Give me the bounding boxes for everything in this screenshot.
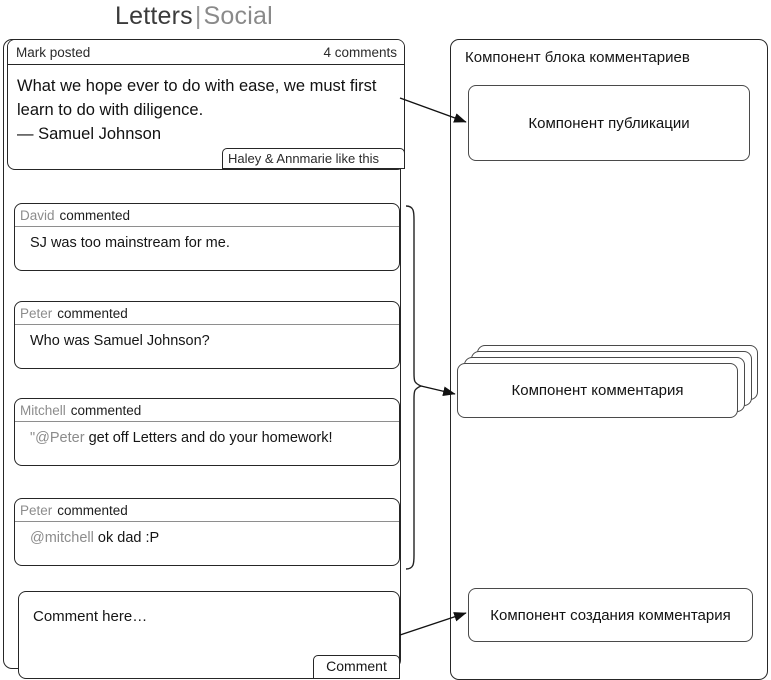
- comment-compose-input[interactable]: Comment here…: [33, 608, 148, 625]
- comment-group-brace: [405, 205, 423, 570]
- comment-card-header: Peter commented: [15, 499, 399, 522]
- comment-card-header: Mitchell commented: [15, 399, 399, 422]
- comment-card-header: Peter commented: [15, 302, 399, 325]
- comment-text: ok dad :P: [97, 530, 160, 546]
- comment-text: get off Letters and do your homework!: [88, 430, 333, 446]
- comment-card-body: Who was Samuel Johnson?: [15, 325, 399, 368]
- page-title-separator: |: [194, 2, 202, 30]
- post-card: Mark posted 4 comments What we hope ever…: [7, 39, 405, 170]
- comment-action-label: commented: [70, 402, 142, 418]
- comment-card: David commented SJ was too mainstream fo…: [14, 203, 400, 271]
- comment-action-label: commented: [57, 502, 128, 518]
- page-title-secondary: Social: [203, 2, 273, 30]
- page-title: Letters|Social: [115, 1, 273, 31]
- post-comment-count[interactable]: 4 comments: [323, 44, 397, 60]
- comment-card: Mitchell commented "@Peter get off Lette…: [14, 398, 400, 466]
- comment-mention[interactable]: "@Peter: [30, 430, 89, 446]
- post-quote-text: What we hope ever to do with ease, we mu…: [17, 77, 377, 119]
- comment-author-name[interactable]: David: [20, 207, 55, 223]
- comment-action-label: commented: [59, 207, 131, 223]
- comment-card: Peter commented @mitchell ok dad :P: [14, 498, 400, 566]
- comment-action-label: commented: [57, 305, 128, 321]
- post-likes-badge[interactable]: Haley & Annmarie like this: [222, 148, 405, 169]
- comment-component-box: Компонент комментария: [457, 363, 738, 418]
- comment-card-body: @mitchell ok dad :P: [15, 522, 399, 565]
- post-card-body: What we hope ever to do with ease, we mu…: [8, 65, 404, 169]
- comment-card: Peter commented Who was Samuel Johnson?: [14, 301, 400, 369]
- page-title-primary: Letters: [115, 2, 193, 30]
- comment-card-body: SJ was too mainstream for me.: [15, 227, 399, 270]
- comment-mention[interactable]: @mitchell: [30, 530, 98, 546]
- comment-text: SJ was too mainstream for me.: [30, 235, 230, 251]
- post-card-header: Mark posted 4 comments: [8, 40, 404, 65]
- comment-submit-button[interactable]: Comment: [313, 655, 400, 679]
- create-comment-component-box: Компонент создания комментария: [468, 588, 753, 642]
- comment-text: Who was Samuel Johnson?: [30, 333, 210, 349]
- comment-card-body: "@Peter get off Letters and do your home…: [15, 422, 399, 465]
- post-attribution-text: — Samuel Johnson: [17, 125, 161, 143]
- comment-author-name[interactable]: Peter: [20, 305, 53, 321]
- comment-author-name[interactable]: Peter: [20, 502, 53, 518]
- post-author-label: Mark posted: [16, 44, 91, 60]
- comment-card-header: David commented: [15, 204, 399, 227]
- component-legend-title: Компонент блока комментариев: [465, 49, 690, 66]
- post-component-box: Компонент публикации: [468, 85, 750, 161]
- comment-author-name[interactable]: Mitchell: [20, 402, 66, 418]
